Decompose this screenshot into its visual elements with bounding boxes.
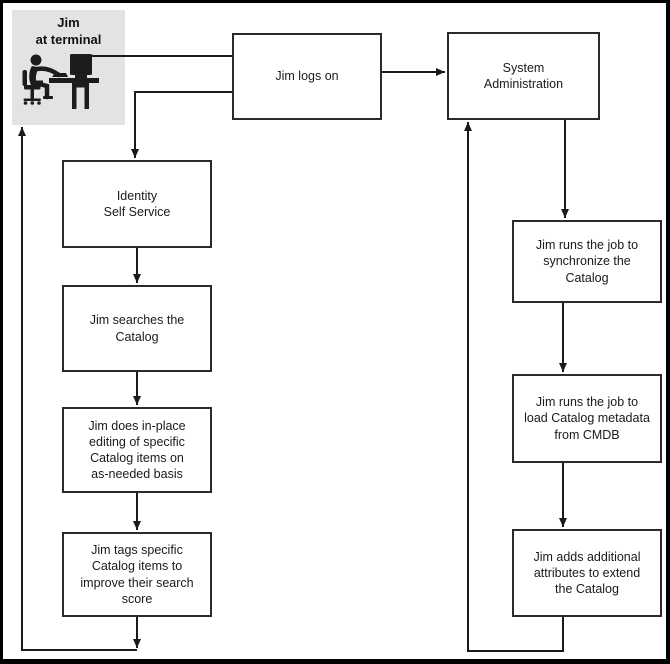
- node-label: System Administration: [483, 60, 564, 91]
- node-jim-sync-job: Jim runs the job to synchronize the Cata…: [512, 220, 662, 303]
- edge-logon-to-identity: [131, 91, 232, 158]
- node-label: Jim logs on: [275, 69, 339, 84]
- node-jim-adds-attributes: Jim adds additional attributes to extend…: [512, 529, 662, 617]
- actor-label: Jim at terminal: [35, 15, 102, 47]
- actor-jim-at-terminal: Jim at terminal: [12, 10, 125, 125]
- node-label: Jim adds additional attributes to extend…: [533, 549, 641, 597]
- node-label: Jim searches the Catalog: [89, 313, 185, 344]
- node-jim-load-metadata-job: Jim runs the job to load Catalog metadat…: [512, 374, 662, 463]
- node-identity-self-service: Identity Self Service: [62, 160, 212, 248]
- node-system-administration: System Administration: [447, 32, 600, 120]
- node-jim-inplace-editing: Jim does in-place editing of specific Ca…: [62, 407, 212, 493]
- node-jim-logs-on: Jim logs on: [232, 33, 382, 120]
- node-label: Jim tags specific Catalog items to impro…: [80, 543, 194, 606]
- node-label: Jim runs the job to load Catalog metadat…: [524, 395, 650, 442]
- node-jim-tags-items: Jim tags specific Catalog items to impro…: [62, 532, 212, 617]
- edge-extend-to-sysadmin: [464, 122, 564, 652]
- node-jim-searches-catalog: Jim searches the Catalog: [62, 285, 212, 372]
- edge-rail-to-terminal: [18, 127, 137, 651]
- node-label: Jim runs the job to synchronize the Cata…: [535, 238, 639, 285]
- node-label: Identity Self Service: [103, 188, 171, 219]
- person-at-computer-icon: [22, 54, 99, 109]
- node-label: Jim does in-place editing of specific Ca…: [88, 418, 186, 482]
